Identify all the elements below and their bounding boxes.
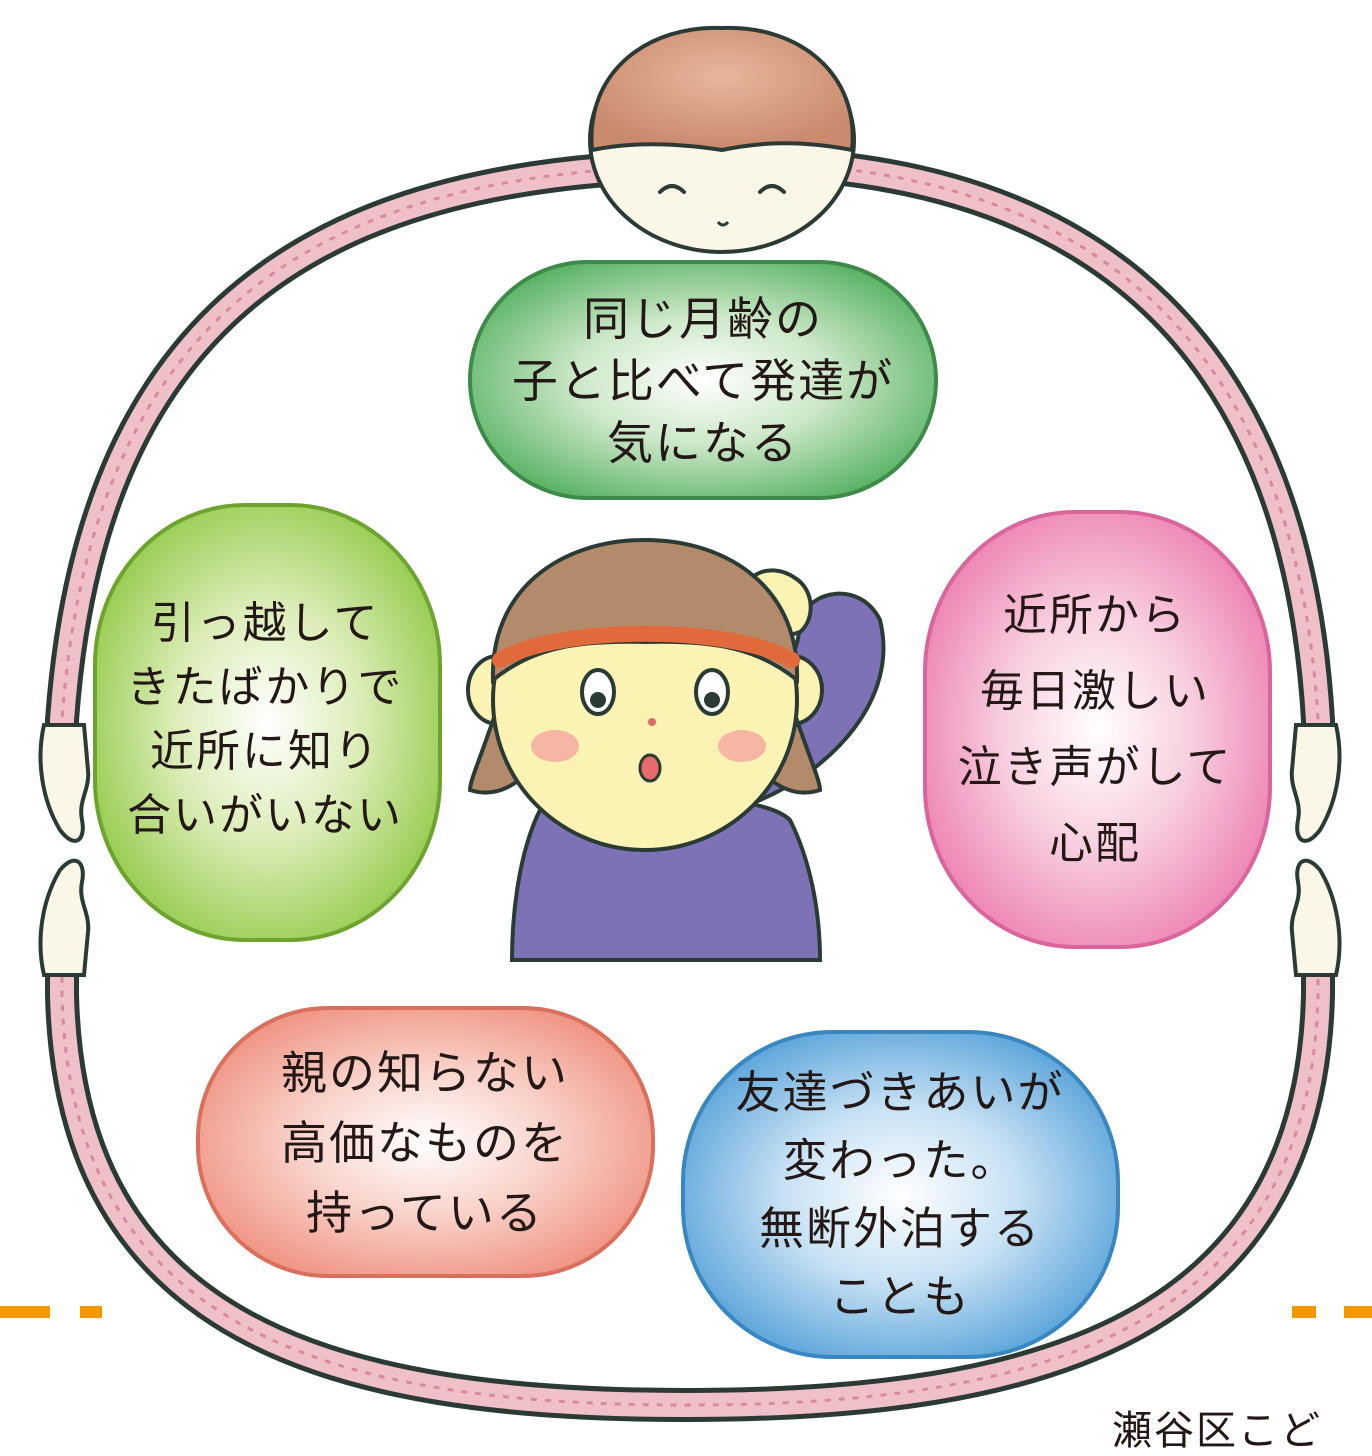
hand-icon <box>1289 723 1342 977</box>
bubble-left-line-4: 合いがいない <box>127 790 403 841</box>
bubble-left-text: 引っ越して きたばかりで 近所に知り 合いがいない <box>100 510 430 930</box>
dashed-accent-line <box>0 1306 1372 1318</box>
bubble-top-text: 同じ月齢の 子と比べて発達が 気になる <box>478 268 928 494</box>
bubble-top-line-1: 同じ月齢の <box>583 292 823 346</box>
bubble-bottom-right-line-2: 変わった。 <box>782 1134 1018 1187</box>
bubble-right-line-3: 泣き声がして <box>957 742 1233 793</box>
bubble-bottom-right-line-3: 無断外泊する <box>758 1202 1041 1255</box>
child-head-icon <box>588 25 856 254</box>
bubble-bottom-right-text: 友達づきあいが 変わった。 無断外泊する ことも <box>690 1040 1110 1350</box>
bubble-bottom-left-shape <box>196 1006 655 1278</box>
thinking-girl-icon <box>466 537 886 962</box>
bubble-top-line-3: 気になる <box>607 416 799 470</box>
bubble-bottom-left-text: 親の知らない 高価なものを 持っている <box>205 1015 645 1270</box>
bubble-bottom-right-shape <box>681 1030 1120 1359</box>
hand-icon <box>38 723 91 977</box>
bubble-left-line-3: 近所に知り <box>150 726 380 777</box>
bubble-left-line-2: きたばかりで <box>126 662 404 713</box>
bubble-left-line-1: 引っ越して <box>150 598 380 649</box>
bubble-bottom-right-line-1: 友達づきあいが <box>735 1066 1065 1119</box>
bubble-right-line-1: 近所から <box>1003 590 1187 641</box>
footer-caption: 瀬谷区こど <box>1112 1408 1322 1454</box>
bubble-bottom-left-line-1: 親の知らない <box>281 1045 569 1100</box>
bubble-top-line-2: 子と比べて発達が <box>511 354 895 408</box>
bubble-right-line-4: 心配 <box>1049 818 1141 869</box>
bubble-right-text: 近所から 毎日激しい 泣き声がして 心配 <box>930 520 1260 940</box>
bubble-bottom-right-line-4: ことも <box>829 1270 971 1323</box>
bubble-right-shape <box>923 510 1272 949</box>
bubble-bottom-left-line-2: 高価なものを <box>281 1115 569 1170</box>
bubble-left-shape <box>93 503 442 942</box>
bubble-bottom-left-line-3: 持っている <box>306 1185 544 1240</box>
bubble-right-line-2: 毎日激しい <box>980 666 1210 717</box>
bubble-top-shape <box>468 260 938 500</box>
